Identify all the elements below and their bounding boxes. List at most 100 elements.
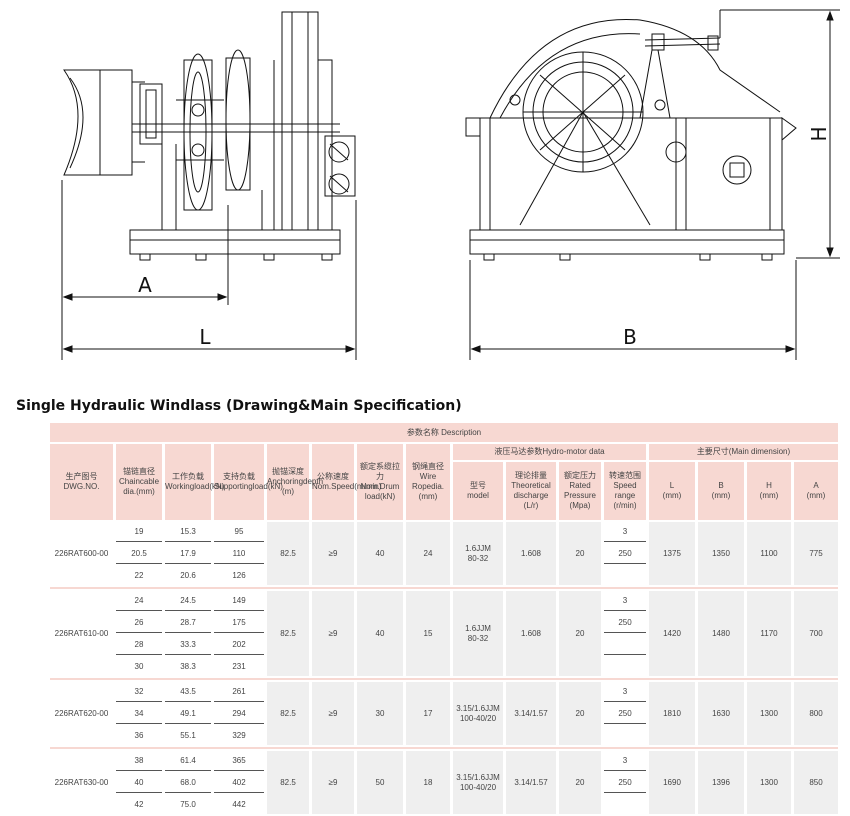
header-line: 速度 bbox=[333, 472, 349, 481]
windlass-drawing: A L B H bbox=[61, 9, 840, 360]
cell-supporting-load: 149 bbox=[214, 591, 264, 611]
cell-dim-l: 1420 bbox=[649, 591, 695, 676]
header-line: 公称 bbox=[317, 472, 333, 481]
col-dim-h: H(mm) bbox=[747, 462, 791, 520]
group-separator bbox=[50, 587, 838, 589]
cell-speed-range: 3 bbox=[604, 682, 646, 702]
cell-chain-dia: 22 bbox=[116, 566, 162, 585]
header-line: (Mpa) bbox=[569, 501, 591, 510]
header-line: 额定系 bbox=[360, 462, 384, 471]
header-line: (kN) bbox=[380, 492, 396, 501]
header-line: Nom. bbox=[360, 482, 380, 491]
dim-label-b: B bbox=[623, 325, 637, 349]
header-line: Rated bbox=[569, 481, 591, 490]
header-line: load bbox=[252, 482, 268, 491]
cell-supporting-load: 261 bbox=[214, 682, 264, 702]
cell-supporting-load: 110 bbox=[214, 544, 264, 564]
col-nom-speed: 公称速度Nom.Speed(m/min) bbox=[312, 444, 381, 520]
cell-dim-b: 1396 bbox=[698, 751, 744, 814]
cell-working-load: 43.5 bbox=[165, 682, 211, 702]
header-line: Chain bbox=[118, 477, 140, 486]
header-line: (mm) bbox=[806, 491, 826, 500]
header-description: 参数名称 Description bbox=[50, 423, 838, 442]
cell-dim-b: 1350 bbox=[698, 522, 744, 585]
cell-speed-range bbox=[604, 726, 646, 745]
dim-label-l: L bbox=[199, 325, 211, 349]
cell-speed-range bbox=[604, 566, 646, 585]
cell-anchoring-depth: 82.5 bbox=[267, 522, 309, 585]
cell-speed-range bbox=[604, 795, 646, 814]
header-line: Anchoring bbox=[267, 477, 304, 486]
cell-drum-load: 40 bbox=[357, 522, 403, 585]
header-line: (mm) bbox=[418, 492, 438, 501]
cell-dwg: 226RAT610-00 bbox=[50, 591, 113, 676]
cell-chain-dia: 38 bbox=[116, 751, 162, 771]
cell-dim-h: 1170 bbox=[747, 591, 791, 676]
header-line: Speed bbox=[613, 481, 637, 490]
header-line: 缆拉力 bbox=[376, 462, 400, 481]
cell-chain-dia: 26 bbox=[116, 613, 162, 633]
header-line: DWG.NO. bbox=[63, 482, 100, 491]
cell-chain-dia: 19 bbox=[116, 522, 162, 542]
header-line: 负载 bbox=[188, 472, 204, 481]
cell-supporting-load: 231 bbox=[214, 657, 264, 676]
cell-dwg: 226RAT630-00 bbox=[50, 751, 113, 814]
cell-model: 3.15/1.6JJM 100-40/20 bbox=[453, 682, 503, 745]
cell-supporting-load: 202 bbox=[214, 635, 264, 655]
cell-dim-l: 1690 bbox=[649, 751, 695, 814]
cell-working-load: 75.0 bbox=[165, 795, 211, 814]
header-line: 理论排量 bbox=[515, 471, 547, 480]
cell-speed-range: 3 bbox=[604, 751, 646, 771]
cell-drum-load: 30 bbox=[357, 682, 403, 745]
header-line: 直径 bbox=[139, 467, 155, 476]
col-working-load: 工作负载Workingload(kN) bbox=[165, 444, 224, 520]
cell-working-load: 15.3 bbox=[165, 522, 211, 542]
cell-dim-a: 775 bbox=[794, 522, 838, 585]
cell-anchoring-depth: 82.5 bbox=[267, 751, 309, 814]
cell-chain-dia: 42 bbox=[116, 795, 162, 814]
spec-title: Single Hydraulic Windlass (Drawing&Main … bbox=[16, 398, 462, 414]
cell-wire-rope: 17 bbox=[406, 682, 450, 745]
cell-chain-dia: 28 bbox=[116, 635, 162, 655]
header-line: A bbox=[813, 481, 819, 490]
cell-working-load: 24.5 bbox=[165, 591, 211, 611]
cell-speed-range: 3 bbox=[604, 591, 646, 611]
cell-speed-range: 250 bbox=[604, 544, 646, 564]
cell-chain-dia: 32 bbox=[116, 682, 162, 702]
cell-nom-speed: ≥9 bbox=[312, 682, 354, 745]
cell-dim-h: 1100 bbox=[747, 522, 791, 585]
cell-supporting-load: 329 bbox=[214, 726, 264, 745]
header-line: Speed bbox=[331, 482, 355, 491]
header-line: dia. bbox=[431, 482, 445, 491]
header-line: Drum load bbox=[364, 482, 400, 501]
col-dwg: 生产图号DWG.NO. bbox=[50, 444, 113, 520]
cell-nom-speed: ≥9 bbox=[312, 522, 354, 585]
cell-drum-load: 40 bbox=[357, 591, 403, 676]
header-line: 额定压力 bbox=[564, 471, 596, 480]
cell-model: 1.6JJM 80-32 bbox=[453, 522, 503, 585]
header-line: 负载 bbox=[239, 472, 255, 481]
col-supporting-load: 支持负载Supportingload(kN) bbox=[214, 444, 283, 520]
header-line: 直径 bbox=[428, 462, 444, 471]
header-line: 支持 bbox=[223, 472, 239, 481]
cell-discharge: 1.608 bbox=[506, 522, 556, 585]
dim-label-h: H bbox=[807, 126, 831, 141]
header-line: load bbox=[194, 482, 210, 491]
cell-nom-speed: ≥9 bbox=[312, 591, 354, 676]
cell-speed-range: 250 bbox=[604, 773, 646, 793]
cell-discharge: 3.14/1.57 bbox=[506, 751, 556, 814]
header-line: 生产图号 bbox=[65, 472, 98, 481]
front-view bbox=[465, 9, 840, 360]
cell-working-load: 55.1 bbox=[165, 726, 211, 745]
cell-speed-range bbox=[604, 657, 646, 676]
cell-pressure: 20 bbox=[559, 522, 601, 585]
